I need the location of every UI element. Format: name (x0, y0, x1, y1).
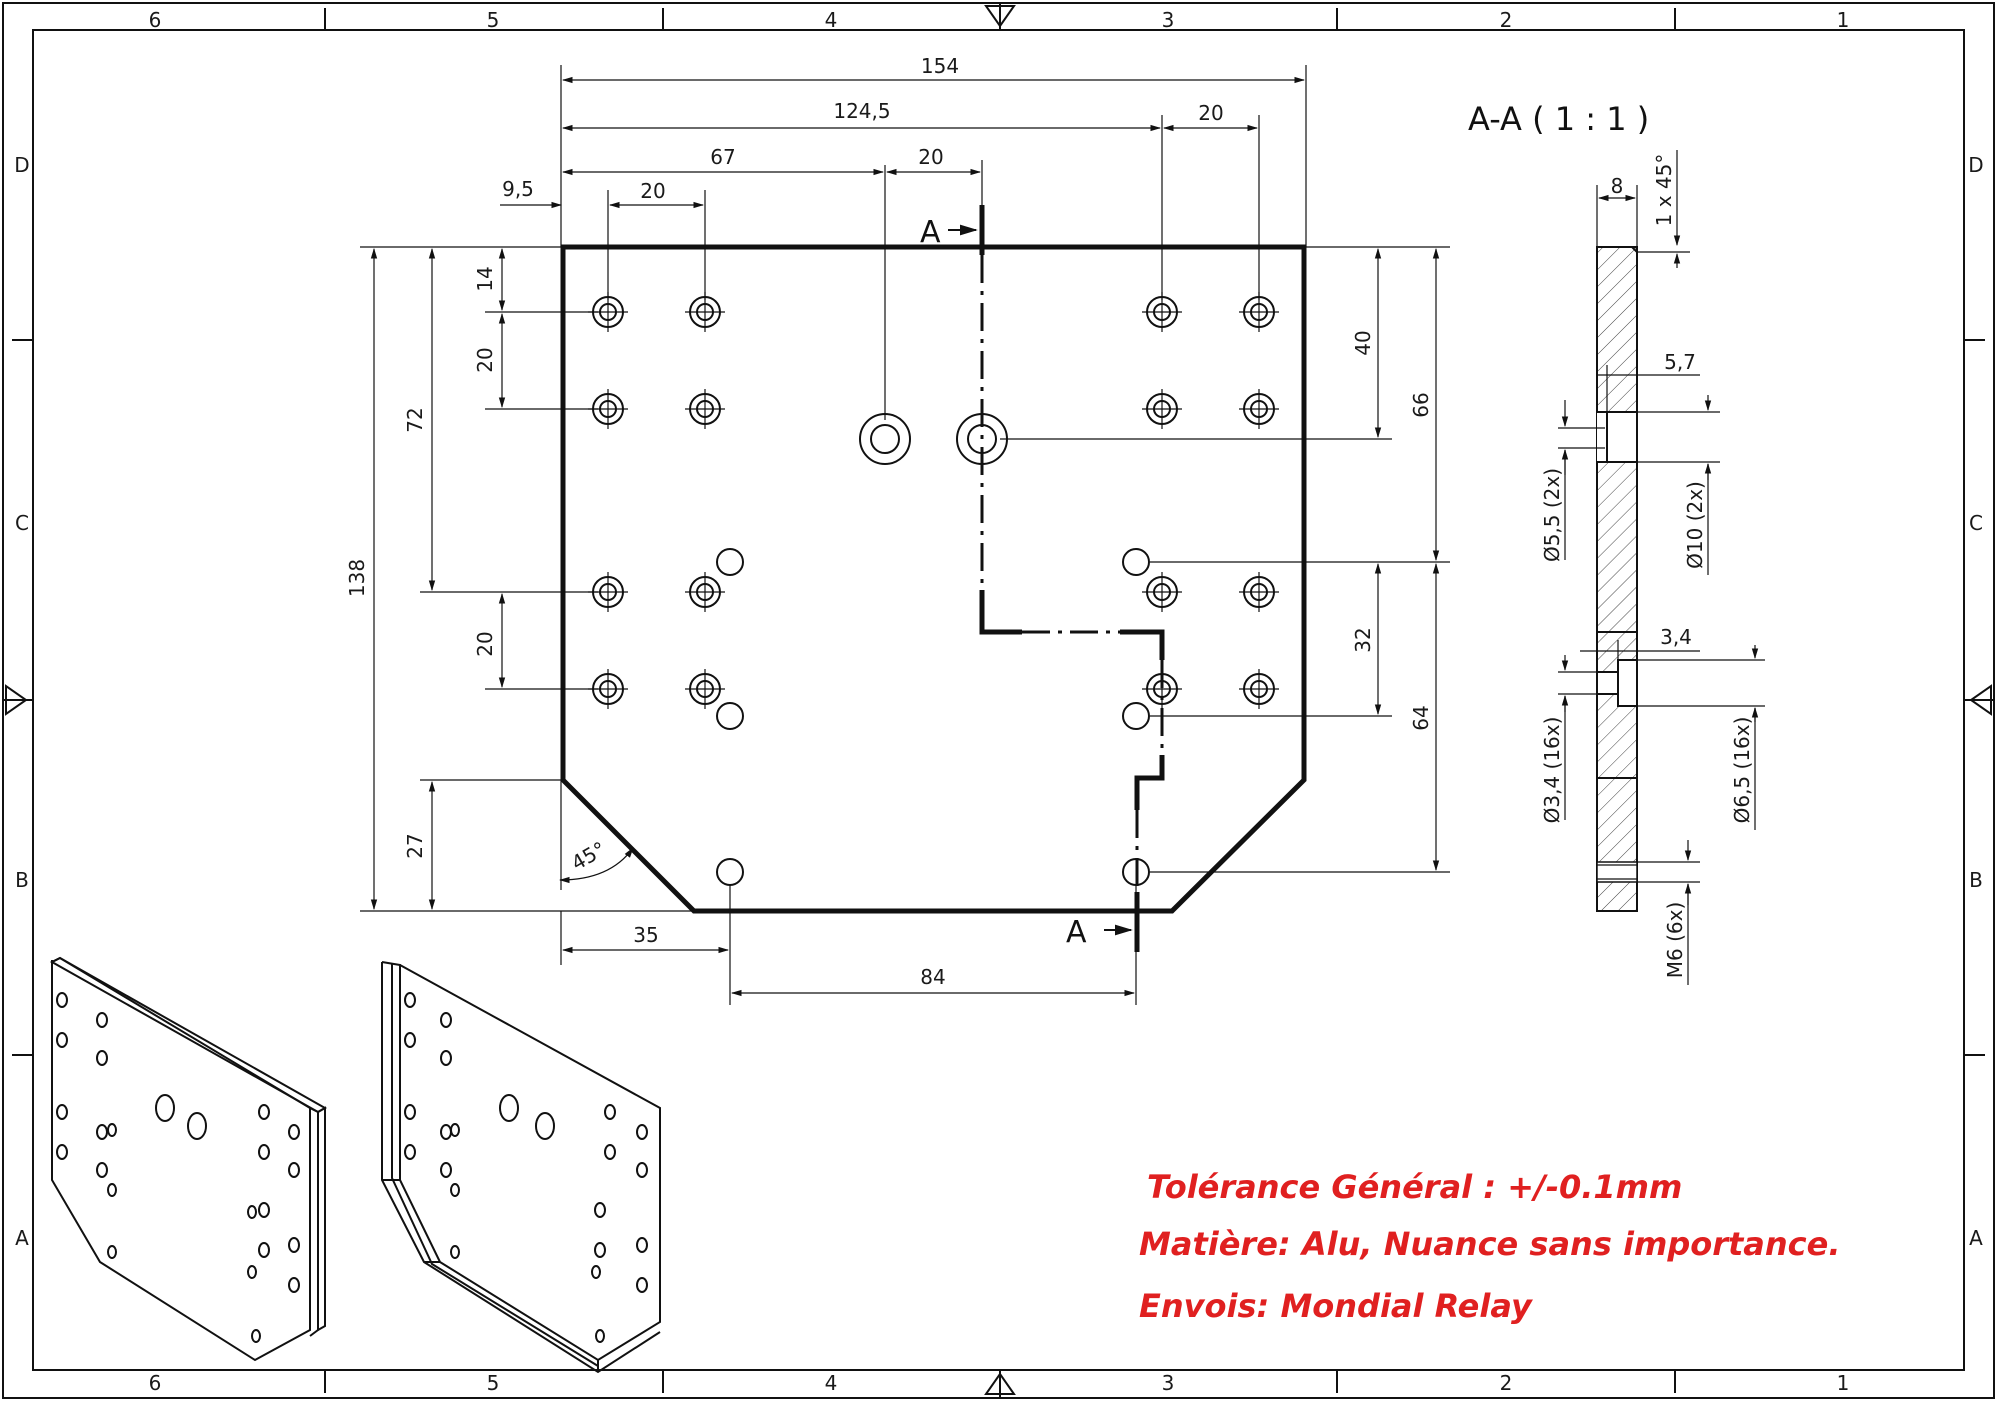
zone-col-4-bottom: 4 (825, 1371, 838, 1395)
note-material: Matière: Alu, Nuance sans importance. (1139, 1225, 1840, 1263)
section-dim-cbore-depth-small: 3,4 (1660, 625, 1692, 649)
zone-row-d-right: D (1968, 153, 1983, 177)
dim-width-124: 124,5 (833, 99, 890, 123)
dim-20-right: 20 (1198, 101, 1223, 125)
zone-col-2-top: 2 (1500, 8, 1513, 32)
dim-height-total: 138 (345, 559, 369, 597)
section-dim-cbore-large: Ø10 (2x) (1683, 481, 1707, 569)
zone-col-5-bottom: 5 (487, 1371, 500, 1395)
dim-angle: 45° (567, 837, 610, 876)
zone-col-2-bottom: 2 (1500, 1371, 1513, 1395)
zone-col-3-bottom: 3 (1162, 1371, 1175, 1395)
zone-col-1-top: 1 (1837, 8, 1850, 32)
section-dim-cbore-small: Ø6,5 (16x) (1730, 717, 1754, 824)
centering-mark-right (1964, 684, 1994, 716)
zone-col-6-top: 6 (149, 8, 162, 32)
dim-32: 32 (1351, 627, 1375, 652)
dim-67: 67 (710, 145, 735, 169)
plate-outline (560, 244, 1307, 914)
dim-20-a: 20 (473, 347, 497, 372)
zone-row-c-left: C (15, 511, 29, 535)
section-label-top: A (920, 215, 941, 250)
zone-row-b-right: B (1969, 868, 1983, 892)
dim-66: 66 (1409, 392, 1433, 417)
section-dim-cbore-depth-large: 5,7 (1664, 350, 1696, 374)
dim-20-mid: 20 (918, 145, 943, 169)
m6-threaded-holes (716, 548, 1150, 886)
dim-84: 84 (920, 965, 945, 989)
isometric-view-left (49, 956, 328, 1362)
section-label-bottom: A (1066, 915, 1087, 950)
note-tolerance: Tolérance Général : +/-0.1mm (1147, 1168, 1682, 1206)
front-view: A A (345, 54, 1450, 1005)
note-shipping: Envois: Mondial Relay (1139, 1287, 1533, 1325)
centering-mark-bottom (984, 1370, 1016, 1398)
section-dim-hole-small: Ø3,4 (16x) (1540, 717, 1564, 824)
isometric-view-right (381, 961, 661, 1374)
counterbore-holes (592, 296, 1275, 705)
zone-row-c-right: C (1969, 511, 1983, 535)
dim-20-top: 20 (640, 179, 665, 203)
dim-14: 14 (473, 266, 497, 291)
centering-mark-left (3, 684, 33, 716)
extension-lines (360, 65, 1450, 1005)
centering-mark-top (984, 3, 1016, 30)
notes: Tolérance Général : +/-0.1mm Matière: Al… (1139, 1168, 1840, 1325)
zone-col-1-bottom: 1 (1837, 1371, 1850, 1395)
dim-72: 72 (403, 407, 427, 432)
section-dim-hole-large: Ø5,5 (2x) (1540, 468, 1564, 562)
zone-col-6-bottom: 6 (149, 1371, 162, 1395)
zone-row-a-right: A (1969, 1226, 1983, 1250)
dim-width-total: 154 (921, 54, 959, 78)
section-line-a-a: A A (920, 205, 1165, 952)
section-dim-thread: M6 (6x) (1663, 902, 1687, 979)
dim-40: 40 (1351, 330, 1375, 355)
dim-27: 27 (403, 833, 427, 858)
large-counterbore-holes (859, 413, 1008, 465)
section-view: A-A ( 1 : 1 ) (1468, 100, 1765, 985)
zone-row-d-left: D (14, 153, 29, 177)
zone-row-b-left: B (15, 868, 29, 892)
dim-20-b: 20 (473, 631, 497, 656)
dim-35: 35 (633, 923, 658, 947)
dim-9-5: 9,5 (502, 177, 534, 201)
section-title: A-A ( 1 : 1 ) (1468, 100, 1649, 138)
dim-64: 64 (1409, 705, 1433, 730)
zone-col-4-top: 4 (825, 8, 838, 32)
zone-col-3-top: 3 (1162, 8, 1175, 32)
section-dim-chamfer: 1 x 45° (1652, 154, 1676, 227)
zone-col-5-top: 5 (487, 8, 500, 32)
zone-row-a-left: A (15, 1226, 29, 1250)
section-dim-thickness: 8 (1611, 174, 1624, 198)
